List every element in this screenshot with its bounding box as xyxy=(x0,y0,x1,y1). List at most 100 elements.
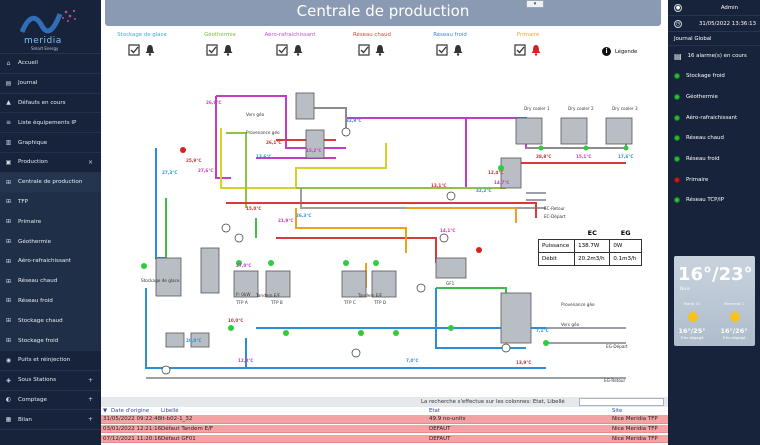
sidebar-item-17[interactable]: ◐Comptage+ xyxy=(0,391,101,411)
sidebar-item-10[interactable]: ⊞Aéro-rafraichissant xyxy=(0,251,101,272)
temp-reading: 32,2°C xyxy=(476,188,492,193)
sidebar-item-label: Production xyxy=(18,159,48,166)
legende-button[interactable]: i Légende xyxy=(602,47,637,56)
clock-line: ◷ 31/05/2022 13:36:13 xyxy=(668,16,760,32)
ec-power: 138.7W xyxy=(574,239,611,253)
sidebar-item-5[interactable]: ▣Production× xyxy=(0,153,101,173)
sidebar-item-label: Primaire xyxy=(18,218,42,225)
weather-desc2: Très dégagé xyxy=(722,335,746,340)
check-icon xyxy=(206,44,218,56)
status-item[interactable]: Géothermie xyxy=(668,87,760,108)
sidebar-item-12[interactable]: ⊞Réseau froid xyxy=(0,291,101,312)
temp-reading: 15,0°C xyxy=(246,206,262,211)
temp-reading: 21,9°C xyxy=(278,218,294,223)
legend-item[interactable]: Primaire xyxy=(493,32,563,56)
diagram-label-prov_geo: Provenance géo xyxy=(246,130,280,135)
col-site[interactable]: Site xyxy=(612,408,623,414)
legend-item[interactable]: Stockage de glace xyxy=(107,32,177,56)
legend-item[interactable]: Réseau chaud xyxy=(337,32,407,56)
sidebar-item-label: Aéro-rafraichissant xyxy=(18,258,72,265)
sidebar-item-15[interactable]: ◉Puits et réinjection xyxy=(0,351,101,371)
legend-item[interactable]: Géothermie xyxy=(185,32,255,56)
col-label[interactable]: Libellé xyxy=(161,408,179,414)
grid-icon: ⊞ xyxy=(5,198,12,206)
sidebar-item-label: Journal xyxy=(18,80,38,87)
info-icon: i xyxy=(602,47,611,56)
check-icon xyxy=(514,44,526,56)
temp-reading: 25,9°C xyxy=(186,158,202,163)
status-led-icon xyxy=(674,135,680,142)
sidebar-item-9[interactable]: ⊞Géothermie xyxy=(0,232,101,252)
temp-reading: 14,1°C xyxy=(440,228,456,233)
diagram-label-dry1: Dry cooler 1 xyxy=(524,106,550,111)
temp-reading: 10,0°C xyxy=(228,318,244,323)
sort-icon[interactable]: ▼ xyxy=(103,408,108,414)
sidebar-item-14[interactable]: ⊞Stockage froid xyxy=(0,331,101,351)
diagram-label-dry2: Dry cooler 2 xyxy=(568,106,594,111)
legend-label: Aéro-rafraichissant xyxy=(264,32,316,38)
check-icon xyxy=(436,44,448,56)
status-led-icon xyxy=(674,114,680,121)
status-item[interactable]: Stockage froid xyxy=(668,66,760,87)
expand-icon[interactable]: + xyxy=(87,376,93,384)
sidebar-item-8[interactable]: ⊞ Primaire xyxy=(0,212,101,233)
user-line[interactable]: ● Admin xyxy=(668,0,760,16)
expand-icon[interactable]: + xyxy=(87,396,93,404)
bell-icon xyxy=(145,45,155,56)
sidebar: meridia Smart Energy ⌂Accueil▤Journal▲Dé… xyxy=(0,0,101,445)
sidebar-item-label: Liste équipements IP xyxy=(18,119,77,126)
legend-item[interactable]: Aéro-rafraichissant xyxy=(255,32,325,56)
sidebar-item-13[interactable]: ⊞Stockage chaud xyxy=(0,311,101,332)
temp-reading: 7,0°C xyxy=(406,358,419,363)
meter-icon: ◐ xyxy=(5,396,12,404)
temp-reading: 17,6°C xyxy=(618,154,634,159)
sidebar-item-4[interactable]: ▥Graphique xyxy=(0,133,101,153)
alarm-search-input[interactable] xyxy=(579,398,664,406)
status-label: Primaire xyxy=(686,176,709,183)
sidebar-item-16[interactable]: ◈Sous Stations+ xyxy=(0,371,101,391)
diagram-label-ec_retour: EC-Retour xyxy=(544,206,565,211)
sidebar-item-7[interactable]: ⊞TFP xyxy=(0,192,101,213)
expand-icon[interactable]: + xyxy=(87,416,93,424)
col-state[interactable]: Etat xyxy=(429,408,440,414)
grid-icon: ⊞ xyxy=(5,178,12,186)
col-date[interactable]: Date d'origine xyxy=(111,408,150,414)
check-icon xyxy=(128,44,140,56)
temp-reading: 12,8°C xyxy=(238,358,254,363)
sidebar-item-11[interactable]: ⊞Réseau chaud xyxy=(0,271,101,292)
status-item[interactable]: Aéro-rafraichissant xyxy=(668,107,760,128)
alarm-label: lt-b02-1_32 xyxy=(161,416,193,422)
expand-icon[interactable]: × xyxy=(87,158,93,166)
sidebar-item-0[interactable]: ⌂Accueil xyxy=(0,54,101,74)
sidebar-item-3[interactable]: ≡Liste équipements IP xyxy=(0,113,101,134)
status-led-icon xyxy=(674,176,680,183)
status-led-icon xyxy=(674,156,680,163)
status-item[interactable]: Réseau TCP/IP xyxy=(668,190,760,211)
status-item[interactable]: Réseau froid xyxy=(668,149,760,170)
weather-temp2: 16°/26° xyxy=(720,327,748,335)
col-ec: EC xyxy=(587,229,597,237)
diagram-label-vers_geo: Vers géo xyxy=(246,112,265,117)
view-dropdown[interactable]: ▾ xyxy=(526,0,544,8)
status-item[interactable]: Primaire xyxy=(668,169,760,190)
legend-label: Primaire xyxy=(516,32,540,38)
diagram-label-storage: Stockage de glace xyxy=(141,278,180,283)
status-led-icon xyxy=(674,197,680,204)
alarm-table: La recherche s'effectue sur les colonnes… xyxy=(101,397,668,445)
status-label: Réseau TCP/IP xyxy=(686,197,725,204)
bell-icon xyxy=(223,45,233,56)
alarm-date: 07/12/2021 11:20:16 xyxy=(103,435,162,442)
status-item[interactable]: Réseau chaud xyxy=(668,128,760,149)
grid-icon: ⊞ xyxy=(5,218,12,226)
sidebar-item-6[interactable]: ⊞Centrale de production xyxy=(0,172,101,193)
alarm-count-line[interactable]: ▤ 16 alarme(s) en cours xyxy=(668,46,760,66)
legend-item[interactable]: Réseau froid xyxy=(415,32,485,56)
sidebar-item-2[interactable]: ▲Défauts en cours xyxy=(0,94,101,114)
sidebar-item-18[interactable]: ▦Bilan+ xyxy=(0,410,101,431)
sidebar-item-1[interactable]: ▤Journal xyxy=(0,74,101,94)
temp-reading: 15,2°C xyxy=(306,148,322,153)
sidebar-item-label: Géothermie xyxy=(18,238,52,245)
